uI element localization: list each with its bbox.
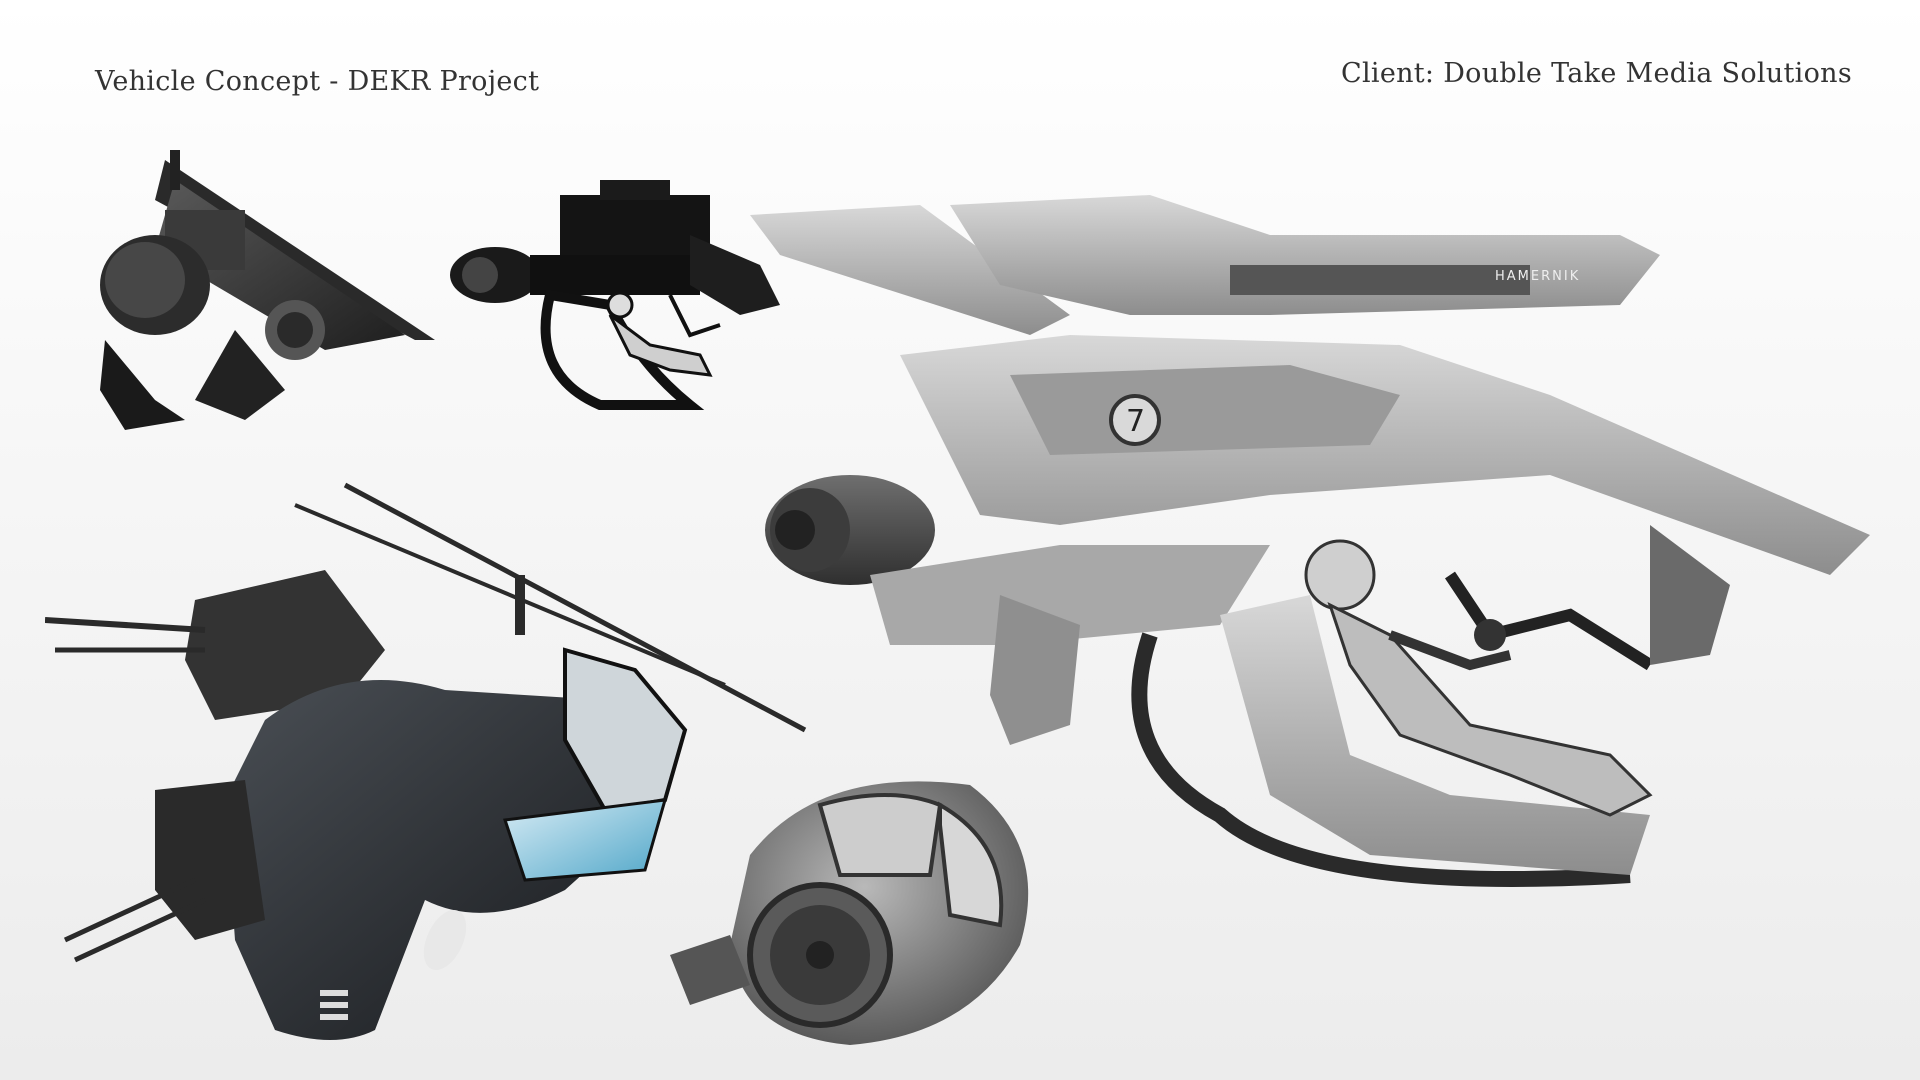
sketch-main-hover-vehicle: HAMERNIK 7 [750, 195, 1870, 887]
number-badge: 7 [1126, 404, 1145, 439]
sheet-title: Vehicle Concept - DEKR Project [95, 66, 540, 98]
sketch-round-pod [670, 781, 1029, 1045]
sketch-angled-glider [100, 150, 435, 430]
client-label: Client: Double Take Media Solutions [1340, 58, 1852, 89]
sketch-pilot-craft-ink [450, 180, 780, 410]
number-badge-icon [1109, 394, 1161, 446]
hull-marking: HAMERNIK [1495, 269, 1580, 284]
sketch-dark-helicopter [45, 482, 807, 1040]
